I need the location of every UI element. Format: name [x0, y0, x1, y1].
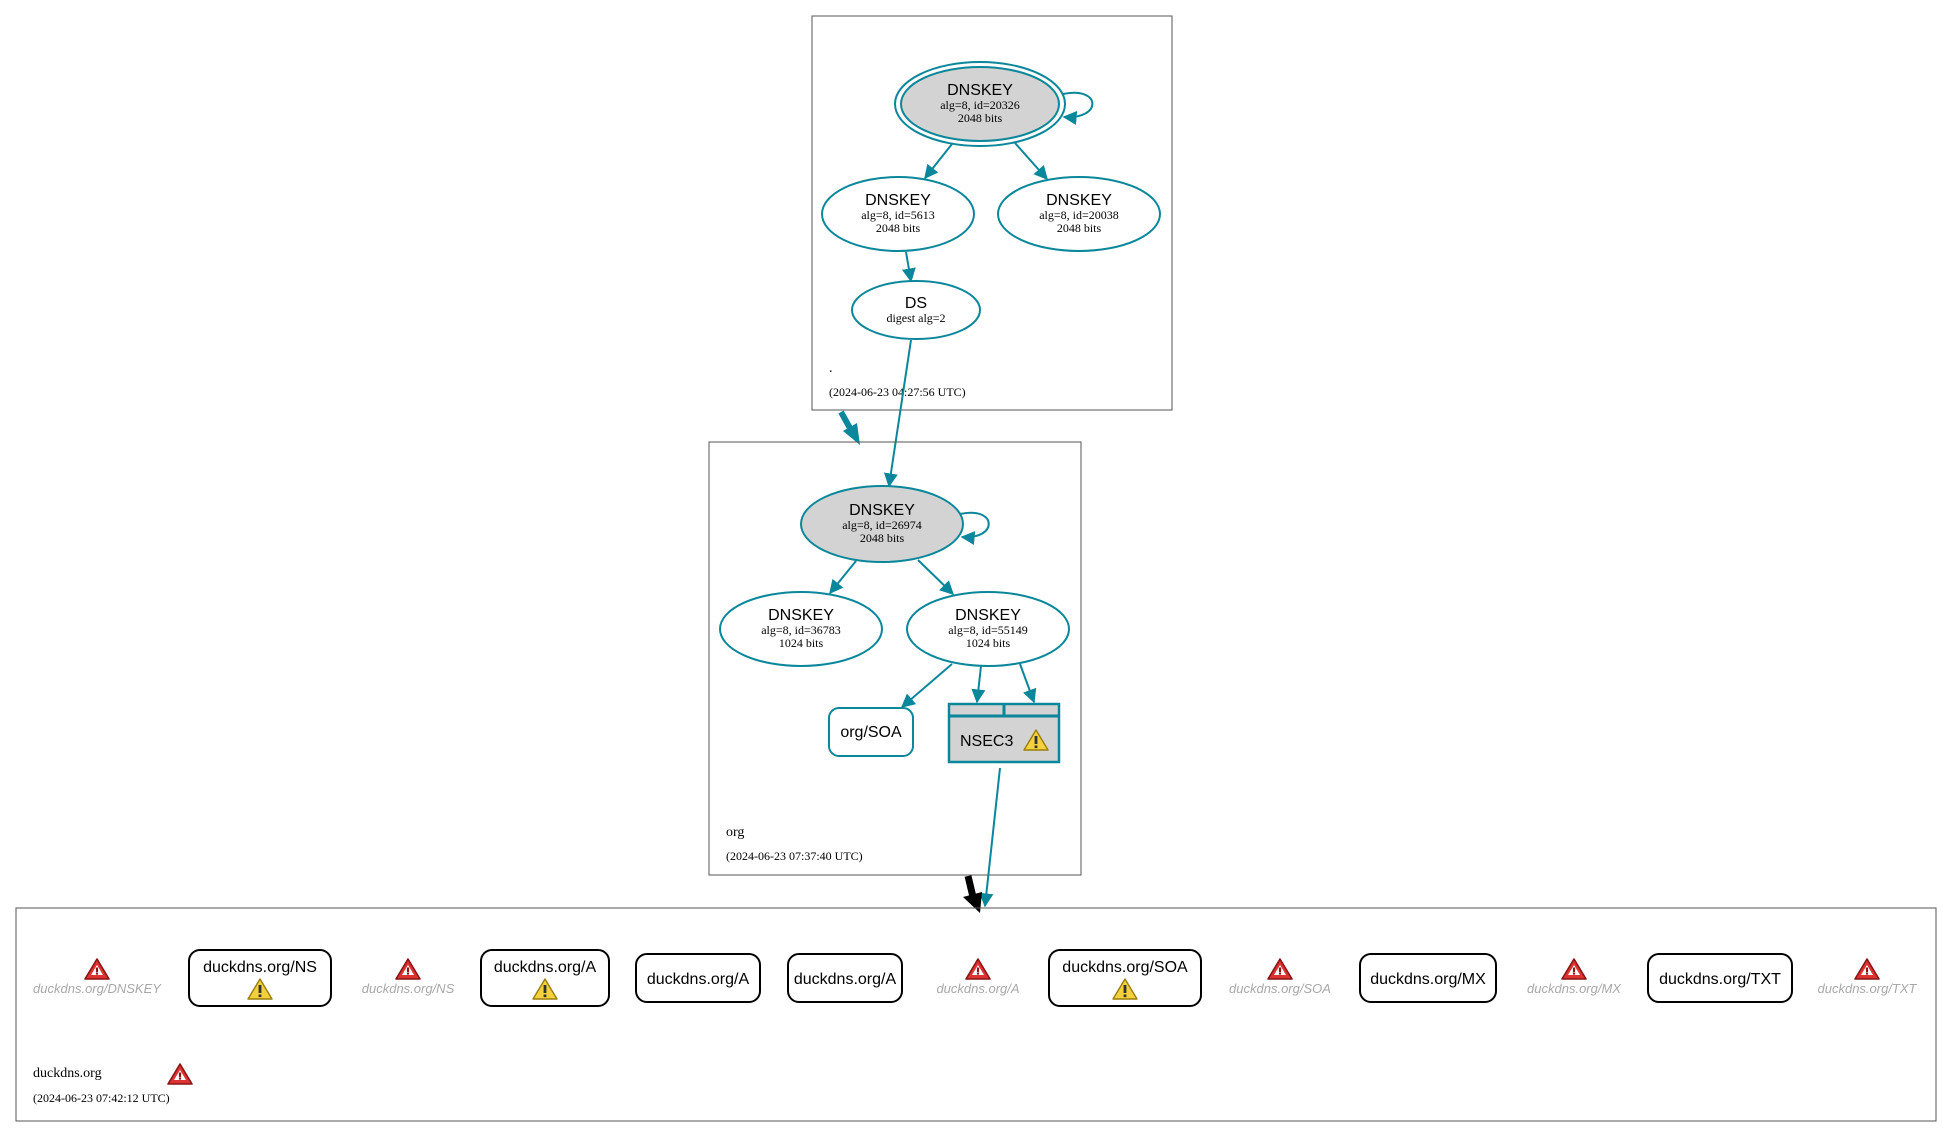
zone-duckdns: duckdns.org/DNSKEY duckdns.org/NS duckdns.…: [15, 907, 1937, 1122]
zone-root: DNSKEY alg=8, id=20326 2048 bits DNSKEY …: [811, 15, 1173, 411]
org-ksk-title: DNSKEY: [849, 502, 915, 519]
zone-root-box: [811, 15, 1173, 411]
edge-org-zsk2-to-soa: [900, 663, 953, 708]
root-ds-info: digest alg=2: [886, 311, 945, 325]
rrset-box: [188, 949, 332, 1007]
missing-record-label: duckdns.org/SOA: [1229, 981, 1331, 996]
edge-root-ksk-to-zsk1: [924, 143, 953, 180]
org-soa-label: org/SOA: [840, 724, 902, 741]
root-zsk2-info: alg=8, id=20038: [1039, 208, 1119, 222]
org-zsk1-node[interactable]: DNSKEY alg=8, id=36783 1024 bits: [719, 591, 883, 667]
rrset-label: duckdns.org/TXT: [1659, 971, 1781, 988]
org-zsk1-info: alg=8, id=36783: [761, 623, 841, 637]
edge-root-zsk1-to-ds: [901, 251, 916, 283]
org-ksk-self-edge: [959, 511, 990, 546]
rrset-label: duckdns.org/SOA: [1062, 959, 1188, 976]
edge-org-zsk2-to-nsec3-a: [971, 665, 986, 704]
org-zsk2-bits: 1024 bits: [966, 636, 1011, 650]
zone-org: DNSKEY alg=8, id=26974 2048 bits DNSKEY …: [708, 441, 1082, 876]
zone-duckdns-name: duckdns.org: [33, 1066, 102, 1081]
rrset-record-7[interactable]: duckdns.org/SOA: [1048, 949, 1202, 1007]
rrset-box: [480, 949, 610, 1007]
rrset-record-5[interactable]: duckdns.org/A: [787, 953, 903, 1003]
missing-record-label: duckdns.org/MX: [1527, 981, 1622, 996]
missing-record-label: duckdns.org/DNSKEY: [33, 981, 162, 996]
error-icon: [167, 1063, 193, 1085]
missing-record-2[interactable]: duckdns.org/NS: [362, 958, 455, 996]
delegation-org-to-duckdns: [963, 875, 982, 913]
root-ds-node[interactable]: DS digest alg=2: [851, 280, 981, 340]
error-icon: [395, 958, 421, 980]
zone-root-timestamp: (2024-06-23 04:27:56 UTC): [829, 385, 966, 399]
org-zsk2-info: alg=8, id=55149: [948, 623, 1028, 637]
org-nsec3-node[interactable]: NSEC3: [947, 702, 1061, 764]
rrset-box: [787, 953, 903, 1003]
delegation-root-to-org: [838, 410, 860, 445]
rrset-box: [635, 953, 761, 1003]
org-zsk1-bits: 1024 bits: [779, 636, 824, 650]
missing-record-12[interactable]: duckdns.org/TXT: [1818, 958, 1918, 996]
edge-root-ds-to-org-ksk: [883, 339, 912, 488]
root-zsk2-node[interactable]: DNSKEY alg=8, id=20038 2048 bits: [997, 176, 1161, 252]
org-ksk-info: alg=8, id=26974: [842, 518, 922, 532]
root-zsk2-title: DNSKEY: [1046, 192, 1112, 209]
org-zsk2-node[interactable]: DNSKEY alg=8, id=55149 1024 bits: [906, 591, 1070, 667]
missing-record-label: duckdns.org/A: [936, 981, 1019, 996]
zone-root-name: .: [829, 361, 833, 376]
error-icon: [1854, 958, 1880, 980]
org-ksk-node[interactable]: DNSKEY alg=8, id=26974 2048 bits: [800, 485, 964, 563]
org-zsk1-title: DNSKEY: [768, 607, 834, 624]
rrset-box: [1048, 949, 1202, 1007]
missing-record-label: duckdns.org/TXT: [1818, 981, 1918, 996]
root-ksk-info: alg=8, id=20326: [940, 98, 1020, 112]
edge-root-ksk-to-zsk2: [1014, 142, 1048, 181]
root-zsk1-node[interactable]: DNSKEY alg=8, id=5613 2048 bits: [821, 176, 975, 252]
zone-org-timestamp: (2024-06-23 07:37:40 UTC): [726, 849, 863, 863]
rrset-box: [1359, 953, 1497, 1003]
zone-duckdns-box: [15, 907, 1937, 1122]
rrset-label: duckdns.org/NS: [203, 959, 317, 976]
error-icon: [965, 958, 991, 980]
missing-record-0[interactable]: duckdns.org/DNSKEY: [33, 958, 162, 996]
org-ksk-bits: 2048 bits: [860, 531, 905, 545]
root-ksk-self-edge: [1062, 91, 1094, 125]
rrset-label: duckdns.org/A: [794, 971, 897, 988]
root-ksk-node[interactable]: DNSKEY alg=8, id=20326 2048 bits: [894, 61, 1066, 147]
edge-org-zsk2-to-nsec3-b: [1019, 663, 1037, 704]
zone-duckdns-timestamp: (2024-06-23 07:42:12 UTC): [33, 1091, 170, 1105]
rrset-label: duckdns.org/A: [647, 971, 750, 988]
missing-record-8[interactable]: duckdns.org/SOA: [1229, 958, 1331, 996]
rrset-record-1[interactable]: duckdns.org/NS: [188, 949, 332, 1007]
error-icon: [84, 958, 110, 980]
missing-record-label: duckdns.org/NS: [362, 981, 455, 996]
root-zsk2-bits: 2048 bits: [1057, 221, 1102, 235]
duckdns-records: duckdns.org/DNSKEY duckdns.org/NS duckdns.…: [33, 949, 1918, 1007]
root-zsk1-bits: 2048 bits: [876, 221, 921, 235]
rrset-record-4[interactable]: duckdns.org/A: [635, 953, 761, 1003]
zone-org-box: [708, 441, 1082, 876]
error-icon: [1561, 958, 1587, 980]
root-zsk1-title: DNSKEY: [865, 192, 931, 209]
zone-org-name: org: [726, 825, 744, 840]
root-ds-title: DS: [905, 295, 927, 312]
edge-nsec3-to-duckdns: [979, 767, 1001, 908]
org-nsec3-label: NSEC3: [960, 733, 1013, 750]
missing-record-6[interactable]: duckdns.org/A: [936, 958, 1020, 996]
error-icon: [1267, 958, 1293, 980]
root-zsk1-info: alg=8, id=5613: [861, 208, 935, 222]
rrset-box: [1647, 953, 1793, 1003]
root-ksk-bits: 2048 bits: [958, 111, 1003, 125]
edge-org-ksk-to-zsk2: [917, 559, 955, 595]
rrset-label: duckdns.org/A: [494, 959, 597, 976]
rrset-record-11[interactable]: duckdns.org/TXT: [1647, 953, 1793, 1003]
rrset-record-9[interactable]: duckdns.org/MX: [1359, 953, 1497, 1003]
rrset-label: duckdns.org/MX: [1370, 971, 1486, 988]
missing-record-10[interactable]: duckdns.org/MX: [1527, 958, 1622, 996]
root-ksk-title: DNSKEY: [947, 82, 1013, 99]
org-zsk2-title: DNSKEY: [955, 607, 1021, 624]
org-soa-node[interactable]: org/SOA: [828, 707, 914, 757]
rrset-record-3[interactable]: duckdns.org/A: [480, 949, 610, 1007]
edge-org-ksk-to-zsk1: [829, 560, 857, 595]
